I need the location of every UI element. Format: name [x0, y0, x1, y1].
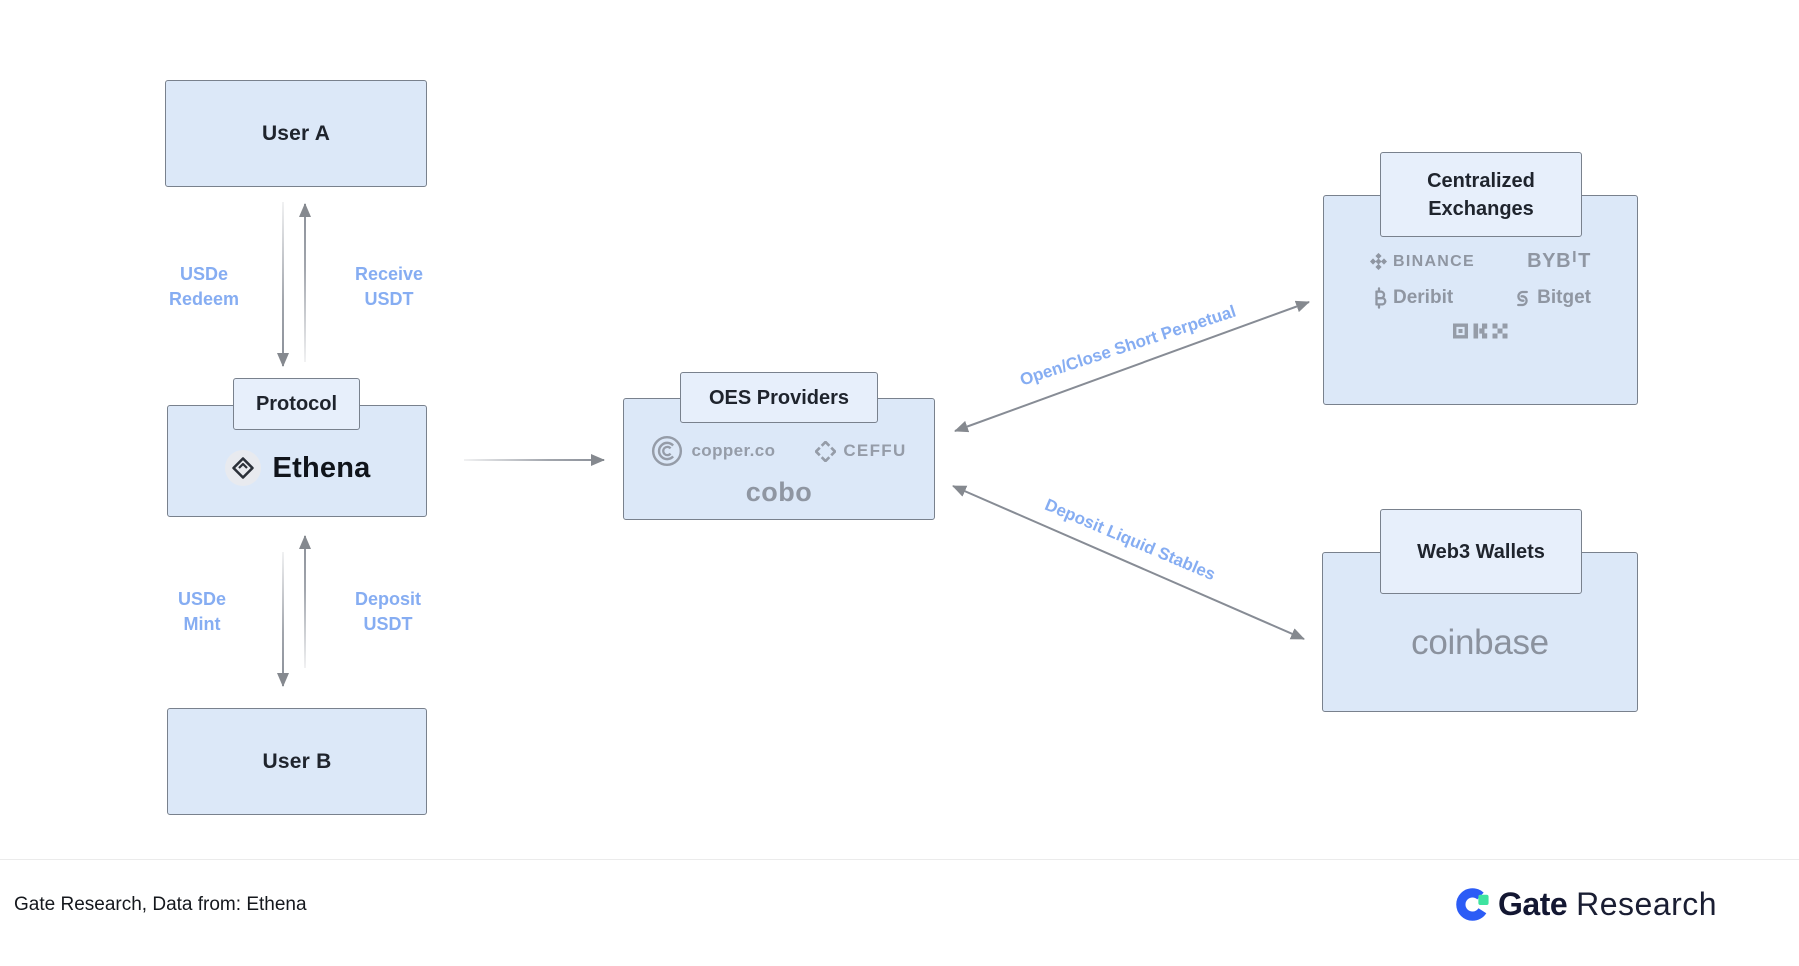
- oes-tag-box: OES Providers: [680, 372, 878, 423]
- source-attribution: Gate Research, Data from: Ethena: [14, 894, 307, 915]
- arrow-oes-cex: [954, 300, 1310, 433]
- user-a-label: User A: [261, 121, 331, 145]
- ceffu-label: CEFFU: [843, 441, 907, 460]
- ethena-logo-icon: [224, 450, 261, 486]
- binance-brand: BINANCE: [1370, 253, 1475, 271]
- deribit-logo-icon: [1375, 287, 1387, 309]
- protocol-tag-box: Protocol: [233, 378, 360, 430]
- node-user-b: User B: [167, 708, 427, 815]
- cobo-label: cobo: [745, 477, 813, 507]
- oes-tag-label: OES Providers: [708, 386, 850, 409]
- ceffu-brand: CEFFU: [815, 440, 907, 462]
- ethena-name: Ethena: [272, 451, 371, 484]
- gate-research-logo: Gate Research: [1456, 886, 1717, 923]
- gate-g-mark-icon: [1456, 888, 1489, 921]
- cex-tag-box: Centralized Exchanges: [1380, 152, 1582, 237]
- cex-row-3: [1370, 323, 1591, 339]
- node-web3-wallets: coinbase: [1322, 552, 1638, 712]
- bitget-brand: Bitget: [1513, 287, 1591, 309]
- deribit-label: Deribit: [1393, 287, 1454, 308]
- cex-row-2: Deribit Bitget: [1370, 287, 1591, 309]
- ethena-brand: Ethena: [224, 449, 371, 487]
- ceffu-logo-icon: [815, 440, 837, 462]
- cex-tag-line2: Exchanges: [1428, 197, 1534, 220]
- bitget-logo-icon: [1517, 290, 1529, 306]
- user-b-label: User B: [262, 749, 332, 773]
- copper-logo-icon: [652, 435, 683, 467]
- web3-tag-box: Web3 Wallets: [1380, 509, 1582, 594]
- coinbase-label: coinbase: [1411, 623, 1549, 662]
- binance-label: BINANCE: [1393, 252, 1475, 270]
- oes-row-1: copper.co CEFFU: [651, 435, 906, 467]
- cobo-brand: cobo: [746, 477, 813, 508]
- gate-brand-bold: Gate: [1498, 886, 1568, 922]
- deribit-brand: Deribit: [1370, 287, 1453, 309]
- bybit-label: BYBIT: [1527, 249, 1591, 272]
- okx-logo-icon: [1453, 323, 1508, 339]
- protocol-tag-label: Protocol: [255, 393, 338, 415]
- binance-logo-icon: [1370, 253, 1387, 270]
- copper-label: copper.co: [691, 441, 776, 460]
- bitget-label: Bitget: [1537, 287, 1591, 308]
- arrow-oes-web3: [952, 485, 1305, 640]
- footer-divider: [0, 859, 1799, 860]
- copper-brand: copper.co: [651, 435, 775, 467]
- bybit-brand: BYBIT: [1527, 249, 1591, 273]
- web3-tag-label: Web3 Wallets: [1417, 540, 1545, 563]
- node-oes-providers: copper.co CEFFU cobo: [623, 398, 935, 520]
- cex-tag-line1: Centralized: [1427, 169, 1535, 192]
- cex-row-1: BINANCE BYBIT: [1370, 249, 1591, 273]
- node-user-a: User A: [165, 80, 427, 187]
- gate-brand-regular: Research: [1576, 886, 1718, 922]
